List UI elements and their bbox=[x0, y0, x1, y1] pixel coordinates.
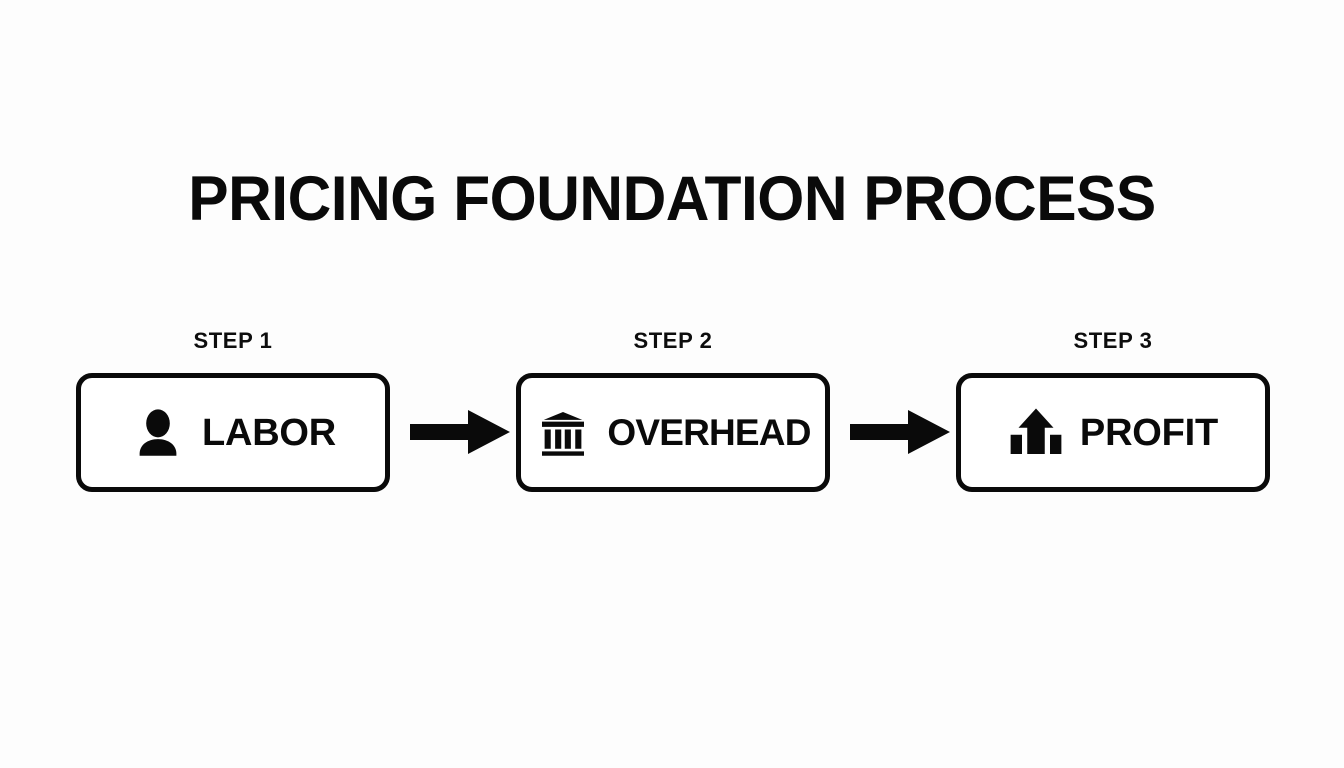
step-1-name: LABOR bbox=[201, 411, 337, 454]
step-3-name: PROFIT bbox=[1079, 411, 1219, 454]
step-1-box[interactable]: LABOR bbox=[76, 373, 390, 492]
page-title: PRICING FOUNDATION PROCESS bbox=[188, 164, 1156, 234]
step-2-label: STEP 2 bbox=[633, 328, 713, 353]
process-step-2: STEP 2 OVERHEAD bbox=[516, 330, 830, 495]
step-3-box[interactable]: PROFIT bbox=[956, 373, 1270, 492]
process-step-1: STEP 1 LABOR bbox=[76, 330, 390, 495]
arrow-right-icon-2 bbox=[850, 408, 950, 456]
growth-chart-icon bbox=[1008, 405, 1064, 461]
step-3-label: STEP 3 bbox=[1073, 328, 1153, 353]
step-2-name: OVERHEAD bbox=[607, 412, 811, 453]
process-flow: STEP 1 LABOR STEP 2 bbox=[76, 330, 1270, 505]
process-step-3: STEP 3 PROFIT bbox=[956, 330, 1270, 495]
bank-icon bbox=[535, 405, 591, 461]
step-2-box[interactable]: OVERHEAD bbox=[516, 373, 830, 492]
step-1-label: STEP 1 bbox=[193, 328, 273, 353]
person-icon bbox=[130, 405, 186, 461]
arrow-right-icon-1 bbox=[410, 408, 510, 456]
